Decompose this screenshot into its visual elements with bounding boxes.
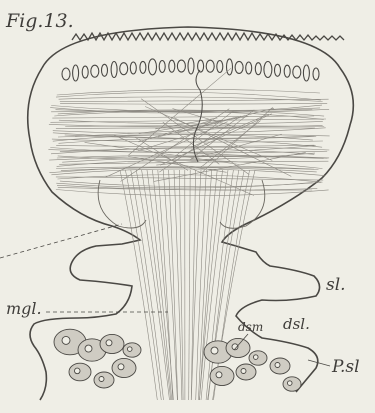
stalk-strand bbox=[169, 170, 178, 400]
label-dsl: dsl. bbox=[283, 315, 310, 333]
pore-oval bbox=[149, 59, 157, 75]
pore-oval bbox=[198, 60, 204, 72]
gland-cell-lumen bbox=[211, 347, 218, 354]
stalk-strand bbox=[199, 170, 222, 400]
pore-oval bbox=[102, 64, 108, 76]
stalk-strand bbox=[189, 170, 191, 400]
gland-cell-lumen bbox=[62, 336, 70, 344]
pore-oval bbox=[140, 61, 146, 73]
fiber-strand bbox=[56, 177, 323, 180]
pore-oval bbox=[111, 62, 117, 78]
gland-cell-lumen bbox=[118, 364, 124, 370]
figure-title: Fig.13. bbox=[5, 10, 74, 32]
gland-cell-lumen bbox=[275, 363, 280, 368]
fiber-strand bbox=[60, 103, 327, 104]
label-mgl: mgl. bbox=[6, 299, 42, 318]
gland-cell-lumen bbox=[127, 347, 132, 352]
pore-oval bbox=[130, 62, 136, 74]
pore-oval bbox=[217, 61, 223, 73]
pore-row bbox=[62, 58, 319, 81]
leader-psl bbox=[308, 360, 330, 366]
pore-oval bbox=[246, 62, 252, 74]
pore-oval bbox=[159, 61, 165, 73]
pore-oval bbox=[227, 59, 233, 75]
stalk-strand bbox=[206, 170, 233, 400]
pore-oval bbox=[293, 66, 301, 78]
label-sl: sl. bbox=[326, 275, 346, 295]
pore-oval bbox=[169, 60, 175, 72]
pore-oval bbox=[91, 65, 99, 77]
stalk-strand bbox=[174, 170, 182, 400]
bell-outline bbox=[42, 27, 353, 392]
fiber-strand bbox=[56, 145, 314, 146]
gland-cell-lumen bbox=[216, 372, 222, 378]
pore-oval bbox=[188, 58, 194, 74]
stalk-fibers bbox=[120, 170, 255, 400]
stalk-strand bbox=[191, 170, 195, 400]
leader-dashed-left bbox=[0, 224, 122, 258]
fiber-mass bbox=[48, 68, 329, 195]
pore-oval bbox=[62, 68, 70, 80]
pore-oval bbox=[275, 64, 281, 76]
fiber-strand bbox=[50, 119, 326, 122]
pore-oval bbox=[206, 60, 214, 72]
pore-oval bbox=[303, 65, 309, 81]
fiber-strand bbox=[65, 126, 324, 127]
pore-oval bbox=[284, 65, 290, 77]
pore-oval bbox=[82, 66, 88, 78]
label-psl: P.sl bbox=[331, 357, 360, 377]
fiber-strand bbox=[56, 92, 321, 100]
fiber-strand bbox=[52, 116, 314, 118]
stalk-strand bbox=[191, 170, 201, 400]
pore-oval bbox=[120, 63, 128, 75]
pore-oval bbox=[255, 63, 261, 75]
gland-cell-lumen bbox=[287, 381, 292, 386]
fiber-strand bbox=[54, 111, 323, 119]
gland-cell-lumen bbox=[253, 355, 258, 360]
gland-cell-lumen bbox=[106, 340, 112, 346]
pore-oval bbox=[235, 61, 243, 73]
gland-cell-lumen bbox=[99, 377, 104, 382]
pore-oval bbox=[73, 65, 79, 81]
label-dsm: dsm bbox=[238, 320, 263, 334]
gland-cell-lumen bbox=[241, 369, 246, 374]
fiber-cross-strand bbox=[139, 116, 249, 133]
pore-oval bbox=[264, 62, 272, 78]
fiber-strand bbox=[56, 190, 329, 196]
stalk-strand bbox=[179, 170, 183, 400]
gland-cell-lumen bbox=[85, 345, 92, 352]
pore-oval bbox=[177, 60, 185, 72]
gland-cell-lumen bbox=[74, 368, 80, 374]
stalk-strand bbox=[196, 170, 207, 400]
pore-oval bbox=[313, 68, 319, 80]
